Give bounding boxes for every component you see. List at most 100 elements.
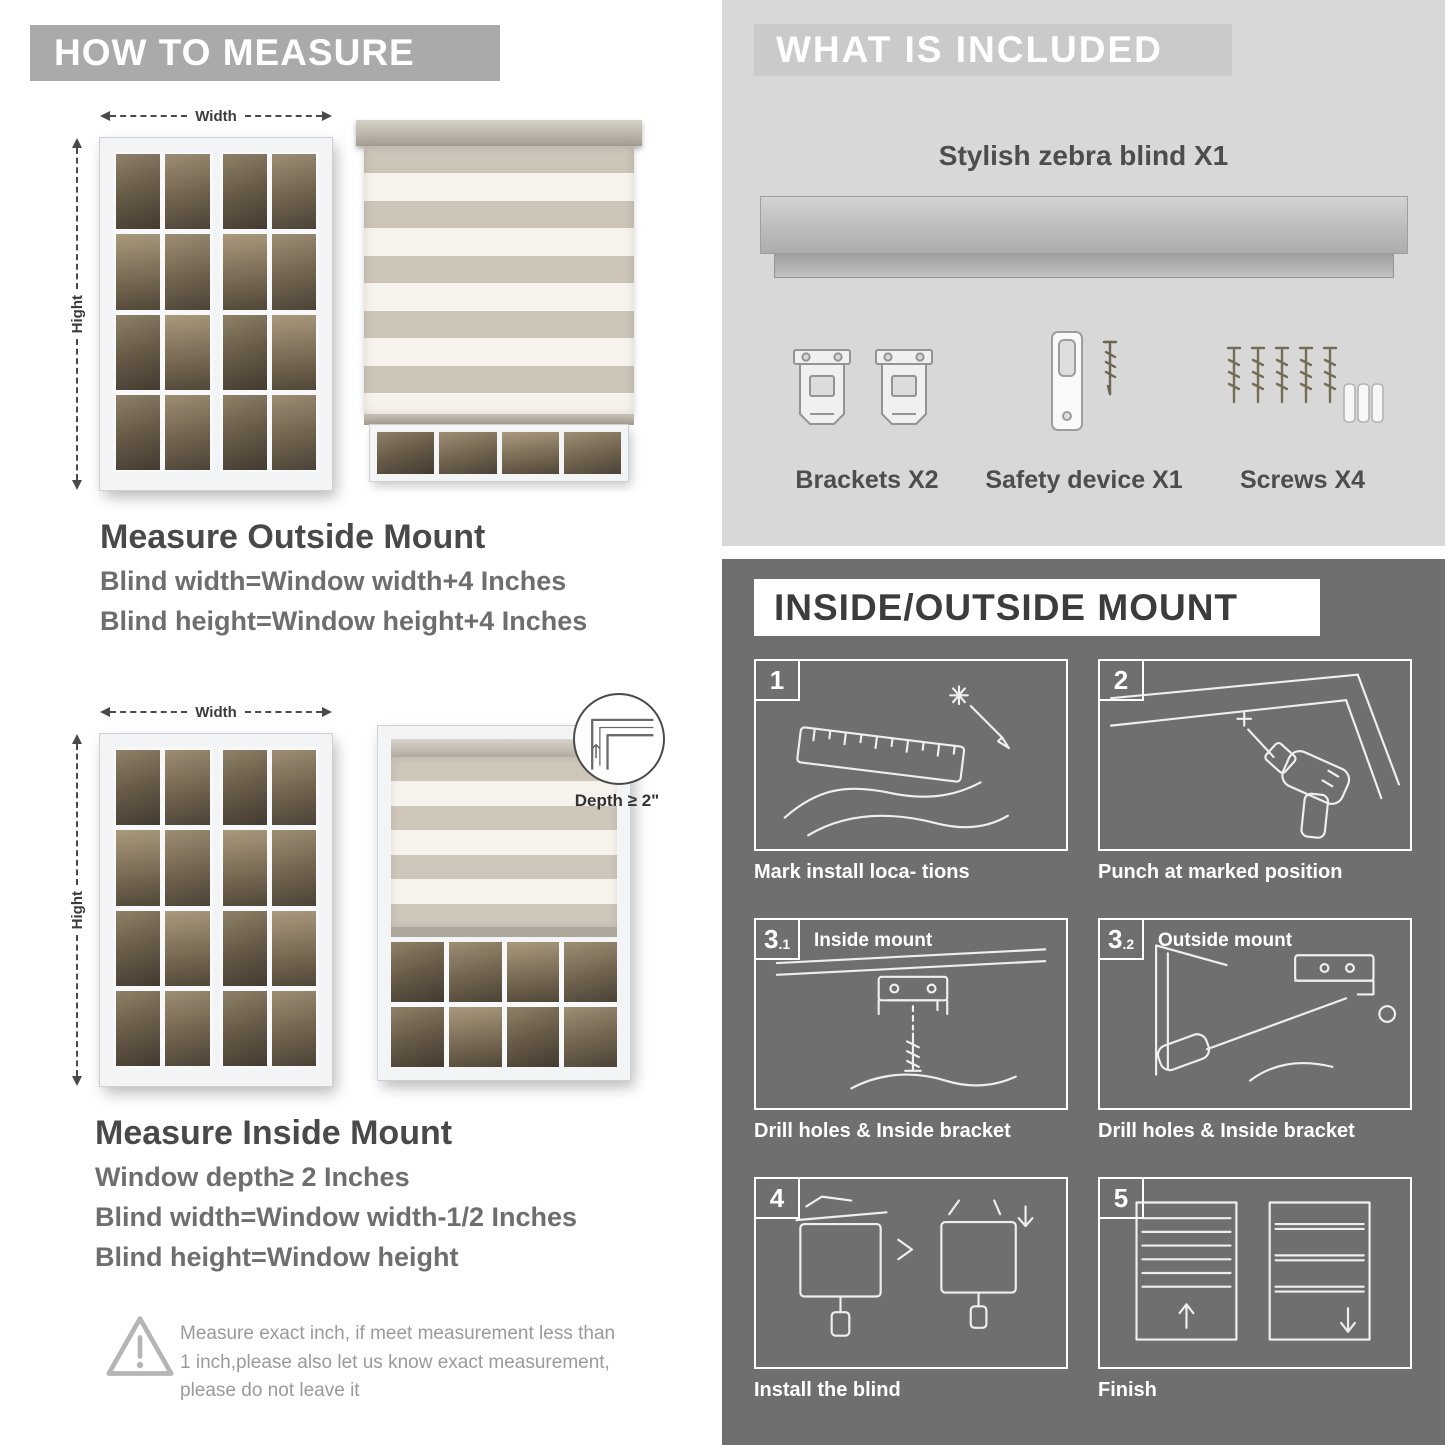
depth-callout-label: Depth ≥ 2" — [574, 791, 660, 810]
step-5: 5 Finish — [1098, 1177, 1412, 1402]
dimension-dash-line — [110, 115, 188, 117]
step-4: 4 Install the blind — [754, 1177, 1068, 1402]
zebra-blind-illustration-outside — [356, 120, 642, 482]
blind-headrail — [391, 739, 617, 757]
step-caption: Mark install loca- tions — [754, 861, 970, 883]
arrow-right-icon — [322, 111, 333, 121]
window-sash — [219, 747, 319, 1069]
height-dimension-outside: Hight — [66, 138, 88, 491]
step-5-panel: 5 — [1098, 1177, 1412, 1369]
blind-headrail — [356, 120, 642, 146]
section-divider — [722, 546, 1445, 559]
step-caption: Finish — [1098, 1379, 1157, 1401]
dimension-dash-line — [76, 339, 78, 481]
step-3-1: 3.1 Inside mount Drill holes & Inside br… — [754, 918, 1068, 1143]
step-caption: Punch at marked position — [1098, 861, 1343, 883]
mount-steps-grid: 1 Mark install loca- tions — [754, 659, 1414, 1402]
window-sash — [113, 747, 213, 1069]
outside-formula-width: Blind width=Window width+4 Inches — [100, 566, 567, 596]
step-number: 5 — [1100, 1179, 1144, 1219]
brackets-label: Brackets X2 — [795, 466, 939, 494]
measurement-warning-text: Measure exact inch, if meet measurement … — [180, 1323, 616, 1401]
step-5-finish-illustration — [1135, 1201, 1371, 1341]
step-title: Inside mount — [814, 930, 933, 951]
window-corner-detail-icon — [591, 718, 654, 770]
window-illustration-inside — [99, 733, 333, 1087]
blind-stripes — [364, 146, 634, 414]
step-4-install-illustration — [795, 1195, 1034, 1337]
outside-mount-title: Measure Outside Mount — [100, 518, 486, 556]
step-caption: Drill holes & Inside bracket — [1098, 1120, 1355, 1142]
dimension-dash-line — [244, 711, 323, 713]
blind-bottomrail — [364, 414, 634, 425]
window-sash — [113, 151, 213, 473]
dimension-dash-line — [110, 711, 188, 713]
inside-formula-height: Blind height=Window height — [95, 1242, 459, 1272]
screws-label: Screws X4 — [1239, 466, 1366, 494]
step-number: 3.2 — [1100, 920, 1145, 960]
step-2-drill-illustration — [1109, 673, 1401, 839]
step-number: 4 — [756, 1179, 800, 1219]
outside-formula-height: Blind height=Window height+4 Inches — [100, 606, 588, 636]
dimension-dash-line — [76, 744, 78, 885]
step-3-1-inside-bracket-illustration — [775, 948, 1047, 1090]
mount-header: INSIDE/OUTSIDE MOUNT — [754, 579, 1320, 636]
dimension-dash-line — [244, 115, 323, 117]
step-1-mark-illustration — [783, 685, 1010, 837]
step-1: 1 Mark install loca- tions — [754, 659, 1068, 884]
blind-bottomrail — [391, 927, 617, 937]
dimension-dash-line — [76, 148, 78, 289]
inside-formula-width: Blind width=Window width-1/2 Inches — [95, 1202, 578, 1232]
window-behind-blind — [369, 424, 629, 482]
arrow-left-icon — [100, 707, 110, 717]
inside-mount-title: Measure Inside Mount — [95, 1114, 453, 1152]
what-is-included-section: WHAT IS INCLUDED Stylish zebra blind X1 — [722, 0, 1445, 546]
step-3-2-panel: 3.2 Outside mount — [1098, 918, 1412, 1110]
step-4-panel: 4 — [754, 1177, 1068, 1369]
blind-stripes — [391, 757, 617, 927]
dimension-dash-line — [76, 935, 78, 1077]
step-3-1-panel: 3.1 Inside mount — [754, 918, 1068, 1110]
arrow-up-icon — [72, 138, 82, 148]
step-number: 1 — [756, 661, 800, 701]
arrow-up-icon — [72, 734, 82, 744]
height-dimension-inside: Hight — [66, 734, 88, 1087]
step-3-2: 3.2 Outside mount Drill holes & Inside b… — [1098, 918, 1412, 1143]
step-1-panel: 1 — [754, 659, 1068, 851]
width-dimension-outside: Width — [100, 106, 333, 126]
window-illustration-outside — [99, 137, 333, 491]
safety-device-label: Safety device X1 — [985, 466, 1183, 494]
width-label: Width — [195, 703, 237, 721]
inside-formula-depth: Window depth≥ 2 Inches — [95, 1162, 410, 1192]
screws-icon — [1226, 346, 1384, 423]
safety-device-icon — [1051, 331, 1118, 431]
arrow-down-icon — [72, 480, 82, 491]
step-number: 3.1 — [756, 920, 801, 960]
mount-instructions-section: INSIDE/OUTSIDE MOUNT — [722, 559, 1445, 1445]
step-title: Outside mount — [1158, 930, 1293, 951]
window-sash — [219, 151, 319, 473]
width-dimension-inside: Width — [100, 702, 333, 722]
depth-detail-magnifier — [573, 693, 665, 785]
zebra-blind-illustration-inside: Depth ≥ 2" — [377, 693, 665, 1081]
step-caption: Drill holes & Inside bracket — [754, 1120, 1011, 1142]
step-2: 2 Punch at marked position — [1098, 659, 1412, 884]
step-number: 2 — [1100, 661, 1144, 701]
what-is-included-header: WHAT IS INCLUDED — [754, 24, 1232, 76]
step-2-panel: 2 — [1098, 659, 1412, 851]
arrow-right-icon — [322, 707, 333, 717]
arrow-left-icon — [100, 111, 110, 121]
window-glass-below-blind — [391, 942, 617, 1067]
product-label: Stylish zebra blind X1 — [938, 140, 1229, 171]
right-panel: WHAT IS INCLUDED Stylish zebra blind X1 — [722, 0, 1445, 1445]
brackets-icon — [793, 349, 933, 425]
height-label: Hight — [68, 890, 86, 930]
width-label: Width — [195, 107, 237, 125]
how-to-measure-header: HOW TO MEASURE — [30, 25, 500, 81]
warning-triangle-icon — [102, 1312, 178, 1387]
height-label: Hight — [68, 294, 86, 334]
blind-headrail-valance — [774, 254, 1394, 278]
arrow-down-icon — [72, 1076, 82, 1087]
step-caption: Install the blind — [754, 1379, 901, 1401]
step-3-2-outside-bracket-illustration — [1155, 944, 1397, 1082]
